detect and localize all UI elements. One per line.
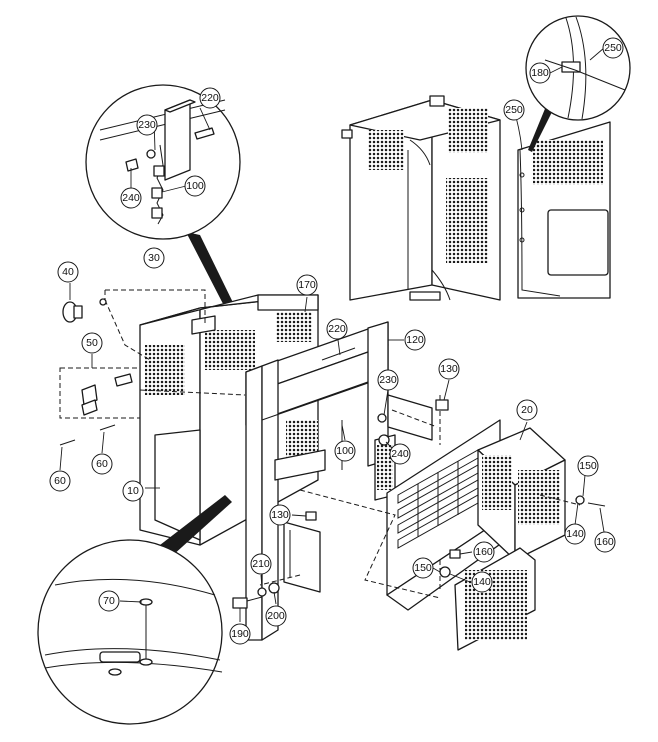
svg-text:140: 140: [473, 576, 491, 588]
svg-text:180: 180: [531, 67, 549, 79]
callout-230-detail: 230: [136, 114, 158, 136]
perforated-vent-filter-b: [518, 470, 560, 525]
svg-text:60: 60: [96, 458, 108, 470]
svg-text:70: 70: [103, 595, 115, 607]
svg-text:30: 30: [148, 252, 160, 264]
svg-text:140: 140: [566, 528, 584, 540]
svg-text:240: 240: [391, 448, 409, 460]
svg-text:100: 100: [336, 445, 354, 457]
callout-210: 210: [250, 553, 272, 575]
callout-60-left: 60: [49, 470, 71, 492]
callout-60-right: 60: [91, 453, 113, 475]
callout-120: 120: [404, 329, 426, 351]
knob-stem: [73, 305, 83, 319]
zoom-detail-grommet: [525, 15, 631, 152]
svg-text:210: 210: [252, 558, 270, 570]
callout-250-top: 250: [602, 37, 624, 59]
callout-240-main: 240: [389, 443, 411, 465]
callout-190: 190: [229, 623, 251, 645]
assembly-lines: [59, 289, 581, 599]
svg-text:200: 200: [267, 610, 285, 622]
svg-text:10: 10: [127, 485, 139, 497]
callout-130-upper: 130: [438, 358, 460, 380]
svg-text:40: 40: [62, 266, 74, 278]
svg-text:250: 250: [604, 42, 622, 54]
callout-10: 10: [122, 480, 144, 502]
callout-250-panel: 250: [503, 99, 525, 121]
svg-text:20: 20: [521, 404, 533, 416]
perforated-vent-side: [368, 130, 404, 170]
perforated-vent-bracket: [377, 445, 393, 490]
callout-160-lower: 160: [473, 541, 495, 563]
svg-text:130: 130: [271, 509, 289, 521]
zoom-detail-hinge: [37, 495, 232, 725]
svg-text:60: 60: [54, 475, 66, 487]
svg-text:220: 220: [328, 323, 346, 335]
svg-text:250: 250: [505, 104, 523, 116]
callout-240-detail: 240: [120, 187, 142, 209]
mounting-plate: [283, 521, 321, 593]
svg-text:160: 160: [596, 536, 614, 548]
svg-text:150: 150: [579, 460, 597, 472]
callout-230-main: 230: [377, 369, 399, 391]
svg-text:160: 160: [475, 546, 493, 558]
svg-text:230: 230: [138, 119, 156, 131]
svg-text:120: 120: [406, 334, 424, 346]
callout-100-detail: 100: [184, 175, 206, 197]
svg-text:130: 130: [440, 363, 458, 375]
main-cabinet: [139, 294, 319, 546]
perforated-vent-upper: [448, 108, 488, 153]
svg-text:170: 170: [298, 279, 316, 291]
svg-text:50: 50: [86, 337, 98, 349]
callout-150-lower: 150: [412, 557, 434, 579]
svg-text:150: 150: [414, 562, 432, 574]
svg-text:100: 100: [186, 180, 204, 192]
callout-170: 170: [296, 274, 318, 296]
callout-50: 50: [81, 332, 103, 354]
callout-200: 200: [265, 605, 287, 627]
callout-30: 30: [143, 247, 165, 269]
callout-130-lower: 130: [269, 504, 291, 526]
leader-lines: [59, 47, 605, 622]
svg-text:190: 190: [231, 628, 249, 640]
rear-housing-assembly: [341, 95, 501, 301]
rear-panel: [517, 121, 611, 299]
callout-160-right: 160: [594, 531, 616, 553]
callout-100-main: 100: [334, 440, 356, 462]
svg-text:220: 220: [201, 92, 219, 104]
front-frame: [245, 321, 389, 641]
perforated-vent-lower: [446, 178, 488, 263]
perforated-vent-cabinet-front: [205, 330, 255, 370]
svg-text:230: 230: [379, 374, 397, 386]
perforated-vent-filter-a: [482, 455, 512, 510]
callout-220-main: 220: [326, 318, 348, 340]
perforated-vent-cabinet-top: [276, 312, 312, 342]
callout-220-detail: 220: [199, 87, 221, 109]
filter-housing: [477, 427, 566, 561]
callout-20: 20: [516, 399, 538, 421]
callout-40: 40: [57, 261, 79, 283]
perforated-vent-rear: [533, 140, 603, 185]
callout-180: 180: [529, 62, 551, 84]
perforated-vent-cabinet-side: [145, 345, 185, 395]
callout-70: 70: [98, 590, 120, 612]
callout-140-lower: 140: [471, 571, 493, 593]
callout-140-right: 140: [564, 523, 586, 545]
svg-text:240: 240: [122, 192, 140, 204]
callout-150-right: 150: [577, 455, 599, 477]
